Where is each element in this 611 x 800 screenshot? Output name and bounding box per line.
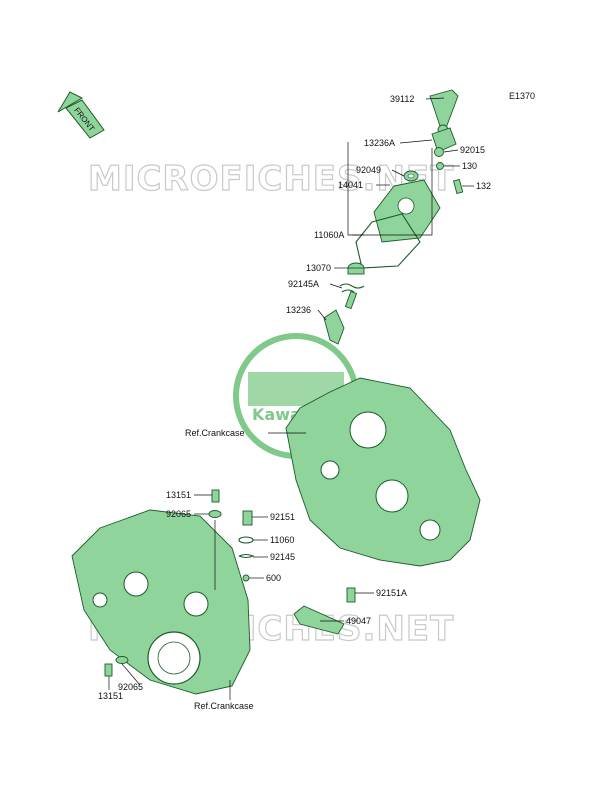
part-92065-bottom-washer — [115, 656, 129, 664]
label-92145: 92145 — [270, 552, 295, 562]
label-92151: 92151 — [270, 512, 295, 522]
label-92015: 92015 — [460, 145, 485, 155]
label-92151A: 92151A — [376, 588, 407, 598]
left-crankcase — [71, 509, 251, 695]
part-92065-top-washer — [208, 510, 222, 518]
label-13236A: 13236A — [364, 138, 395, 148]
part-92015-nut — [434, 147, 444, 157]
front-direction-arrow-icon: FRONT — [57, 91, 105, 139]
label-13151-bottom: 13151 — [98, 691, 123, 701]
part-600-ball — [242, 574, 250, 582]
right-crankcase — [285, 377, 481, 567]
label-11060A: 11060A — [314, 230, 344, 240]
label-92049: 92049 — [356, 165, 381, 175]
part-11060-gasket — [238, 536, 254, 544]
label-92065-bottom: 92065 — [118, 682, 143, 692]
label-130: 130 — [462, 161, 477, 171]
part-14041-cover — [373, 179, 441, 243]
label-ref-crankcase-1: Ref.Crankcase — [185, 428, 245, 438]
part-13151-bottom-plug — [104, 663, 113, 677]
label-92065-top: 92065 — [166, 509, 191, 519]
part-11060A-gasket — [355, 213, 421, 269]
part-13236A-lever — [431, 127, 457, 153]
label-600: 600 — [266, 573, 281, 583]
label-132: 132 — [476, 181, 491, 191]
label-11060: 11060 — [270, 535, 294, 545]
label-ref-crankcase-2: Ref.Crankcase — [194, 701, 254, 711]
label-13070: 13070 — [306, 263, 331, 273]
label-39112: 39112 — [390, 94, 414, 104]
part-130-nut — [436, 162, 444, 170]
part-92145A-spring — [339, 283, 365, 310]
label-13236: 13236 — [286, 305, 311, 315]
part-13151-top-plug — [211, 489, 220, 503]
part-13070-collar — [347, 262, 365, 275]
part-92151-bolt — [242, 510, 253, 526]
part-13236-shift-arm — [323, 309, 345, 345]
part-92151A-bolt — [346, 587, 356, 603]
part-92049-oil-seal — [403, 170, 419, 182]
label-14041: 14041 — [338, 180, 363, 190]
part-132-bolt — [452, 178, 464, 195]
part-92145-spring — [238, 553, 255, 559]
diagram-code: E1370 — [509, 91, 535, 101]
leader-lines — [108, 97, 474, 700]
label-92145A: 92145A — [288, 279, 319, 289]
part-49047-shaft — [293, 605, 345, 635]
part-39112-shaft — [429, 89, 459, 136]
label-13151-top: 13151 — [166, 490, 191, 500]
label-49047: 49047 — [346, 616, 371, 626]
